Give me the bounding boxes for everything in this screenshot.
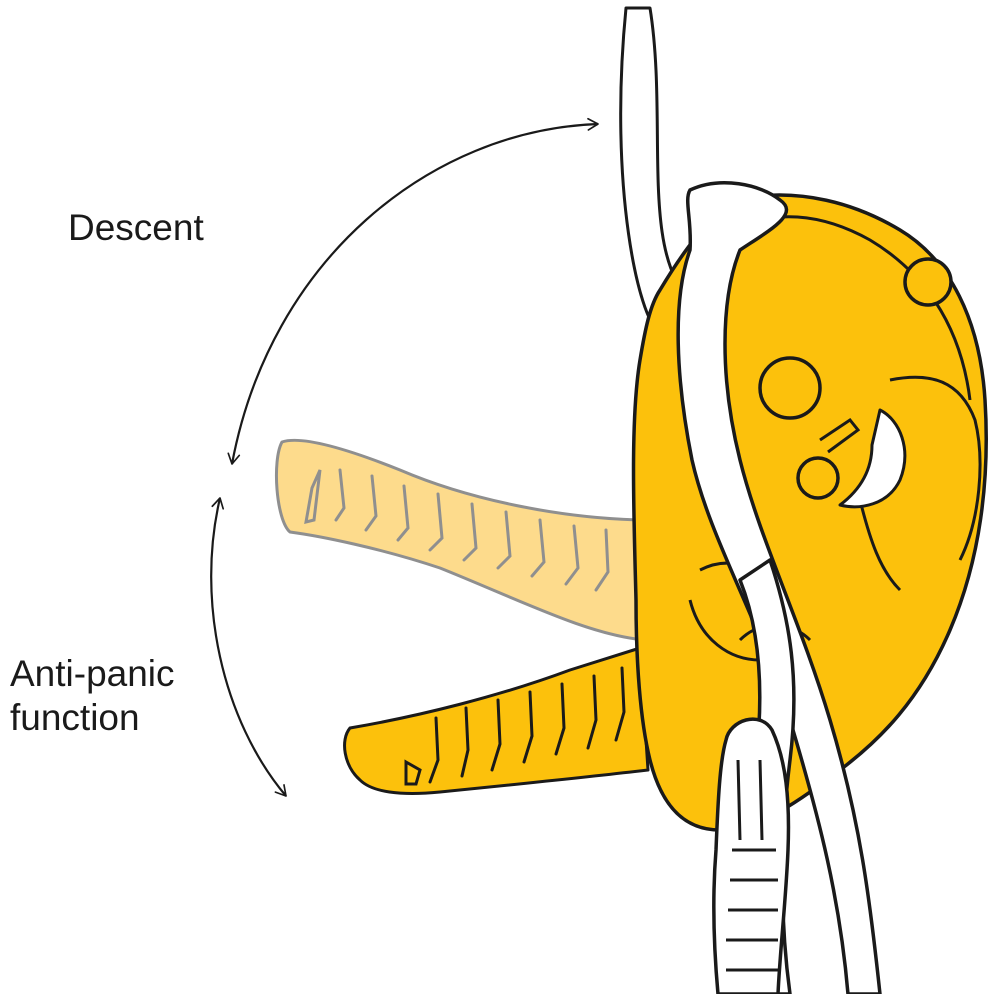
carabiner: [712, 717, 791, 996]
anti-panic-arrow: [210, 497, 287, 797]
anti-panic-label-line2: function: [10, 697, 140, 738]
anti-panic-label: Anti-panic function: [10, 652, 175, 740]
ghost-handle: [274, 438, 648, 642]
descent-label: Descent: [68, 207, 204, 248]
anti-panic-handle: [343, 646, 650, 795]
anti-panic-label-line1: Anti-panic: [10, 653, 175, 694]
descent-arrow: [227, 117, 599, 465]
